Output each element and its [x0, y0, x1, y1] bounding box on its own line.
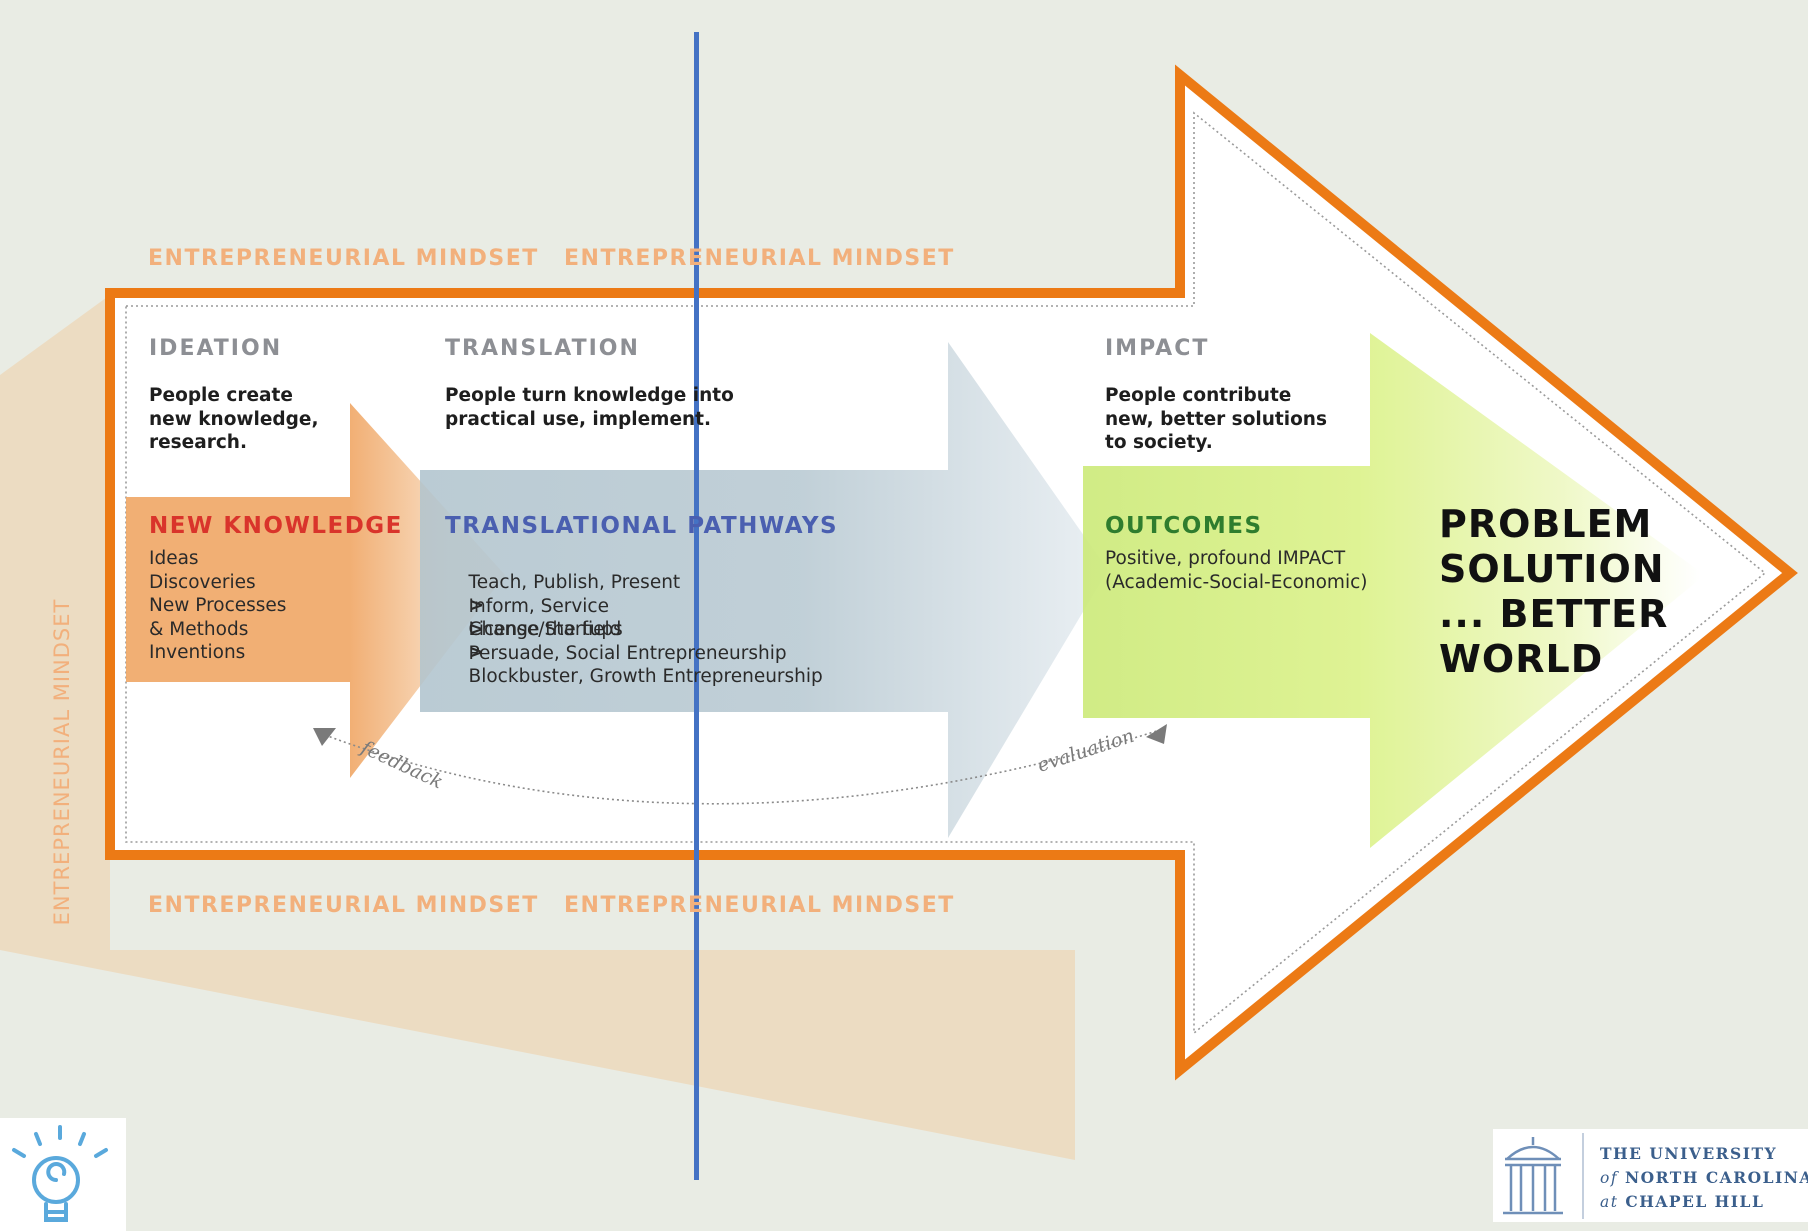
stage-title-ideation: IDEATION: [149, 336, 283, 361]
pathway-row-3: License/Startups > Blockbuster, Growth E…: [445, 594, 823, 712]
pathway-row-2: Inform, Service > Persuade, Social Entre…: [445, 571, 787, 689]
pathway-3-arrow: >: [468, 642, 485, 663]
feedback-evaluation-arc: [324, 729, 1161, 805]
pathway-1-to: Change the field: [468, 618, 622, 640]
feedback-arrowhead: [313, 728, 336, 746]
unc-line-3: at CHAPEL HILL: [1600, 1192, 1764, 1211]
old-well-icon: [1503, 1133, 1584, 1219]
lightbulb-icon: [12, 1125, 108, 1222]
evaluation-arrowhead: [1146, 724, 1167, 744]
mindset-label-bottom-1: ENTREPRENEURIAL MINDSET: [148, 893, 539, 918]
result-text: PROBLEM SOLUTION ... BETTER WORLD: [1439, 502, 1669, 681]
pathway-1-from: Teach, Publish, Present: [468, 571, 681, 593]
unc-line-1: THE UNIVERSITY: [1600, 1144, 1778, 1163]
unc-line-3-prefix: at: [1600, 1193, 1619, 1211]
ideation-description: People create new knowledge, research.: [149, 385, 319, 453]
outcomes-header: OUTCOMES: [1105, 513, 1263, 539]
new-knowledge-items: Ideas Discoveries New Processes & Method…: [149, 548, 287, 663]
pathway-row-1: Teach, Publish, Present > Change the fie…: [445, 547, 681, 665]
unc-line-2: of NORTH CAROLINA: [1600, 1168, 1808, 1187]
translational-pathways-header: TRANSLATIONAL PATHWAYS: [445, 513, 839, 539]
outcomes-items: Positive, profound IMPACT (Academic-Soci…: [1105, 548, 1368, 593]
pathway-3-from: License/Startups: [468, 618, 623, 640]
stage-title-translation: TRANSLATION: [445, 336, 640, 361]
unc-logo: THE UNIVERSITY of NORTH CAROLINA at CHAP…: [1493, 1129, 1808, 1222]
divider-line: [694, 32, 699, 1180]
lightbulb-logo: [0, 1118, 126, 1231]
mindset-label-bottom-2: ENTREPRENEURIAL MINDSET: [564, 893, 955, 918]
mindset-label-left: ENTREPRENEURIAL MINDSET: [50, 598, 74, 926]
impact-description: People contribute new, better solutions …: [1105, 385, 1327, 453]
unc-line-2-text: NORTH CAROLINA: [1624, 1168, 1808, 1187]
unc-line-2-prefix: of: [1600, 1169, 1619, 1187]
stage-title-impact: IMPACT: [1105, 336, 1210, 361]
pathway-3-to: Blockbuster, Growth Entrepreneurship: [468, 665, 823, 687]
pathway-2-from: Inform, Service: [468, 595, 609, 617]
new-knowledge-header: NEW KNOWLEDGE: [149, 513, 403, 539]
pathway-2-arrow: >: [468, 619, 485, 640]
pathway-2-to: Persuade, Social Entrepreneurship: [468, 642, 787, 664]
outcomes-arrow: [1083, 333, 1705, 848]
translation-description: People turn knowledge into practical use…: [445, 385, 734, 430]
unc-line-3-text: CHAPEL HILL: [1625, 1192, 1765, 1211]
big-arrow-inner-dots: [125, 111, 1767, 1035]
pathway-1-arrow: >: [468, 595, 485, 616]
mindset-label-top-1: ENTREPRENEURIAL MINDSET: [148, 246, 539, 271]
new-knowledge-arrow: [126, 403, 505, 778]
translational-pathways-arrow: [420, 342, 1108, 838]
mindset-label-top-2: ENTREPRENEURIAL MINDSET: [564, 246, 955, 271]
